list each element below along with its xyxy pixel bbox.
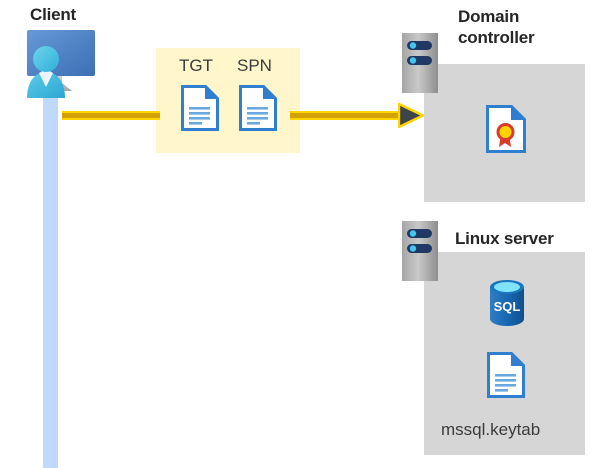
linux-server-title: Linux server bbox=[455, 229, 554, 248]
domain-controller-title-line1: Domain bbox=[458, 7, 520, 26]
document-icon bbox=[181, 85, 219, 131]
domain-controller-title: Domain controller bbox=[458, 6, 598, 48]
user-computer-icon bbox=[6, 26, 98, 104]
tgt-label: TGT bbox=[179, 56, 213, 75]
certificate-document-icon bbox=[486, 105, 526, 153]
server-tower-icon bbox=[402, 33, 438, 93]
sql-database-icon: SQL bbox=[487, 279, 527, 327]
domain-controller-title-line2: controller bbox=[458, 28, 535, 47]
client-lifeline-bar bbox=[43, 66, 58, 468]
keytab-file-label: mssql.keytab bbox=[441, 420, 541, 439]
document-icon bbox=[239, 85, 277, 131]
arrow-right-icon bbox=[397, 102, 425, 129]
spn-label: SPN bbox=[237, 56, 272, 75]
flow-line-segment-left bbox=[62, 111, 160, 120]
flow-line-segment-right bbox=[290, 111, 404, 120]
server-tower-icon bbox=[402, 221, 438, 281]
token-highlight-box bbox=[156, 48, 300, 153]
svg-text:SQL: SQL bbox=[494, 299, 521, 314]
client-title: Client bbox=[30, 5, 77, 24]
document-icon bbox=[487, 352, 525, 398]
